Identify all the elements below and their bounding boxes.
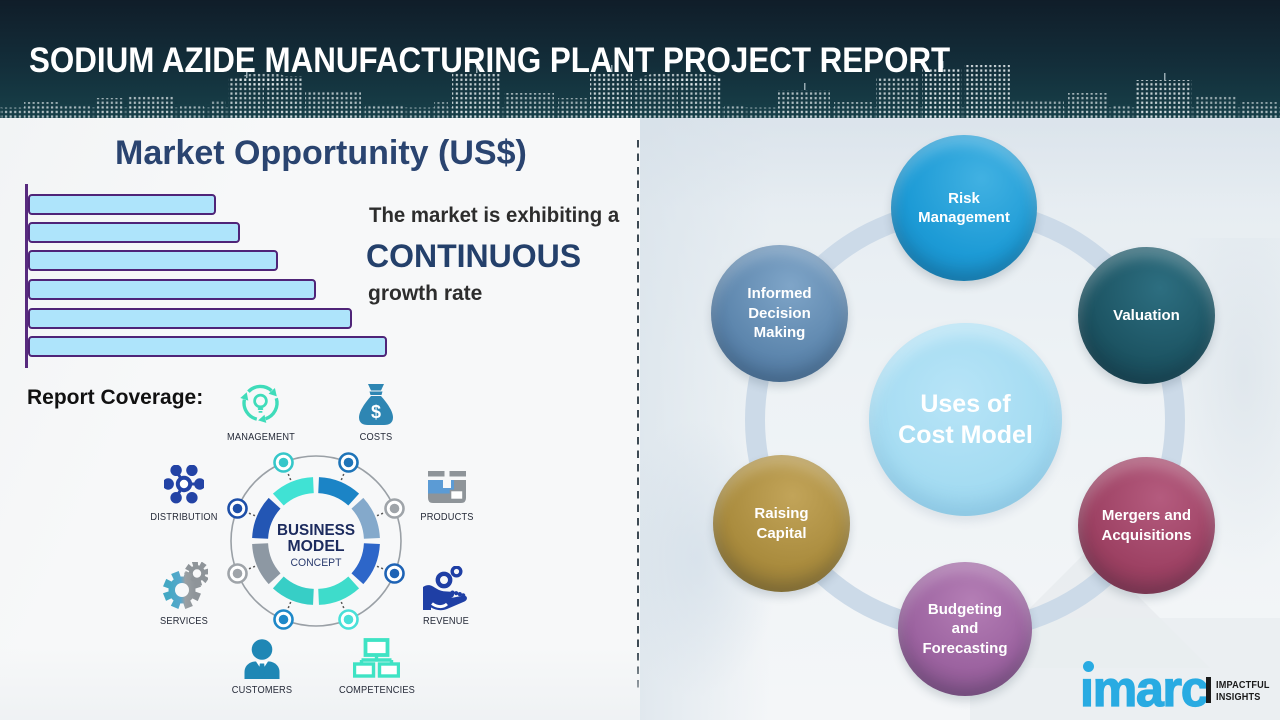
svg-text:$: $ (371, 402, 381, 422)
svg-text:CONCEPT: CONCEPT (291, 557, 342, 569)
svg-text:MODEL: MODEL (288, 538, 345, 555)
svg-text:BUSINESS: BUSINESS (277, 522, 355, 539)
